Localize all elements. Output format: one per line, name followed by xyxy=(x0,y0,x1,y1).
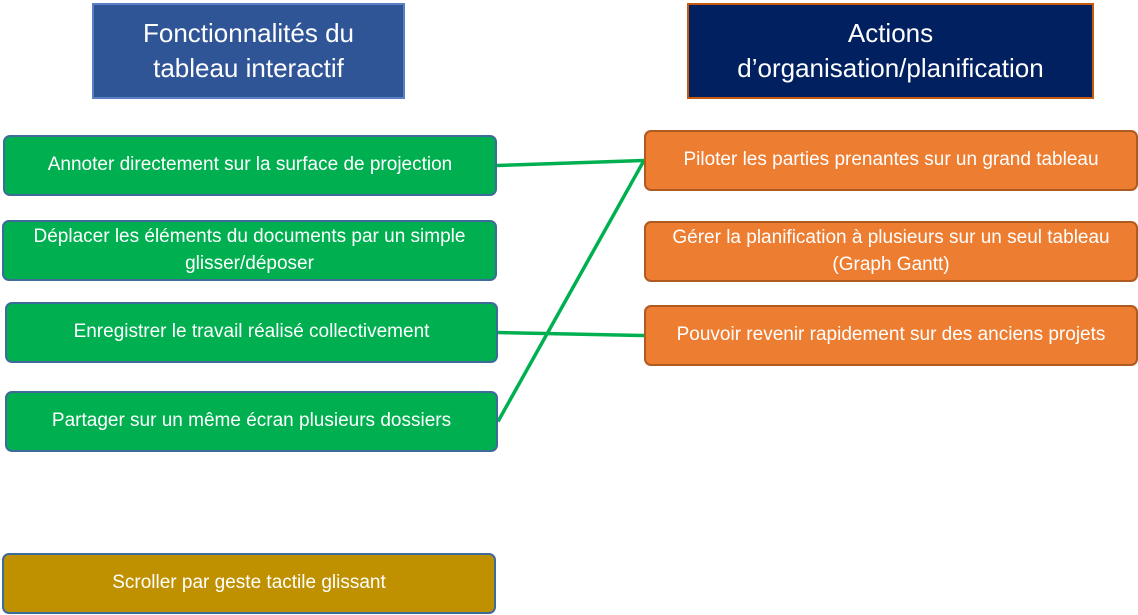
action-revenir[interactable]: Pouvoir revenir rapidement sur des ancie… xyxy=(644,305,1138,366)
feature-enregistrer[interactable]: Enregistrer le travail réalisé collectiv… xyxy=(5,302,498,363)
feature-partager[interactable]: Partager sur un même écran plusieurs dos… xyxy=(5,391,498,452)
feature-deplacer[interactable]: Déplacer les éléments du documents par u… xyxy=(2,220,497,281)
action-piloter[interactable]: Piloter les parties prenantes sur un gra… xyxy=(644,130,1138,191)
connector-line xyxy=(496,159,646,423)
feature-label: Scroller par geste tactile glissant xyxy=(112,572,386,594)
header-actions-label: Actions d’organisation/planification xyxy=(737,17,1044,83)
action-label: Piloter les parties prenantes sur un gra… xyxy=(683,149,1099,171)
action-label: Gérer la planification à plusieurs sur u… xyxy=(672,226,1110,275)
action-gerer[interactable]: Gérer la planification à plusieurs sur u… xyxy=(644,221,1138,282)
feature-label: Annoter directement sur la surface de pr… xyxy=(47,154,453,176)
connector-line xyxy=(496,158,645,168)
connector-line xyxy=(497,330,645,338)
feature-label: Enregistrer le travail réalisé collectiv… xyxy=(73,321,430,343)
feature-label: Déplacer les éléments du documents par u… xyxy=(33,225,466,274)
header-features-label: Fonctionnalités du tableau interactif xyxy=(142,17,355,83)
feature-annoter[interactable]: Annoter directement sur la surface de pr… xyxy=(3,135,497,196)
feature-label: Partager sur un même écran plusieurs dos… xyxy=(51,410,452,432)
feature-scroller[interactable]: Scroller par geste tactile glissant xyxy=(2,553,496,614)
header-features: Fonctionnalités du tableau interactif xyxy=(92,3,405,99)
action-label: Pouvoir revenir rapidement sur des ancie… xyxy=(676,324,1106,346)
header-actions: Actions d’organisation/planification xyxy=(687,3,1094,99)
